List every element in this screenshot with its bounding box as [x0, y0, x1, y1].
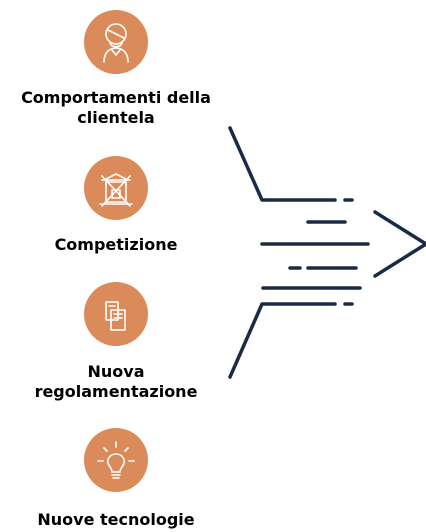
label-line: Comportamenti della [21, 88, 211, 107]
label-line: Nuova [87, 362, 145, 381]
lightbulb-icon [84, 428, 148, 492]
label-line: Competizione [54, 235, 178, 254]
regulation-books-icon [84, 282, 148, 346]
item-label-competizione: Competizione [0, 235, 232, 255]
label-line: clientela [77, 108, 155, 127]
customer-person-icon [84, 10, 148, 74]
label-line: Nuove tecnologie [37, 510, 195, 529]
competition-box-icon [84, 156, 148, 220]
item-label-tecnologie: Nuove tecnologie [0, 510, 232, 530]
label-line: regolamentazione [34, 382, 198, 401]
item-label-clientela: Comportamenti della clientela [0, 88, 232, 128]
item-label-regolamentazione: Nuova regolamentazione [0, 362, 232, 402]
